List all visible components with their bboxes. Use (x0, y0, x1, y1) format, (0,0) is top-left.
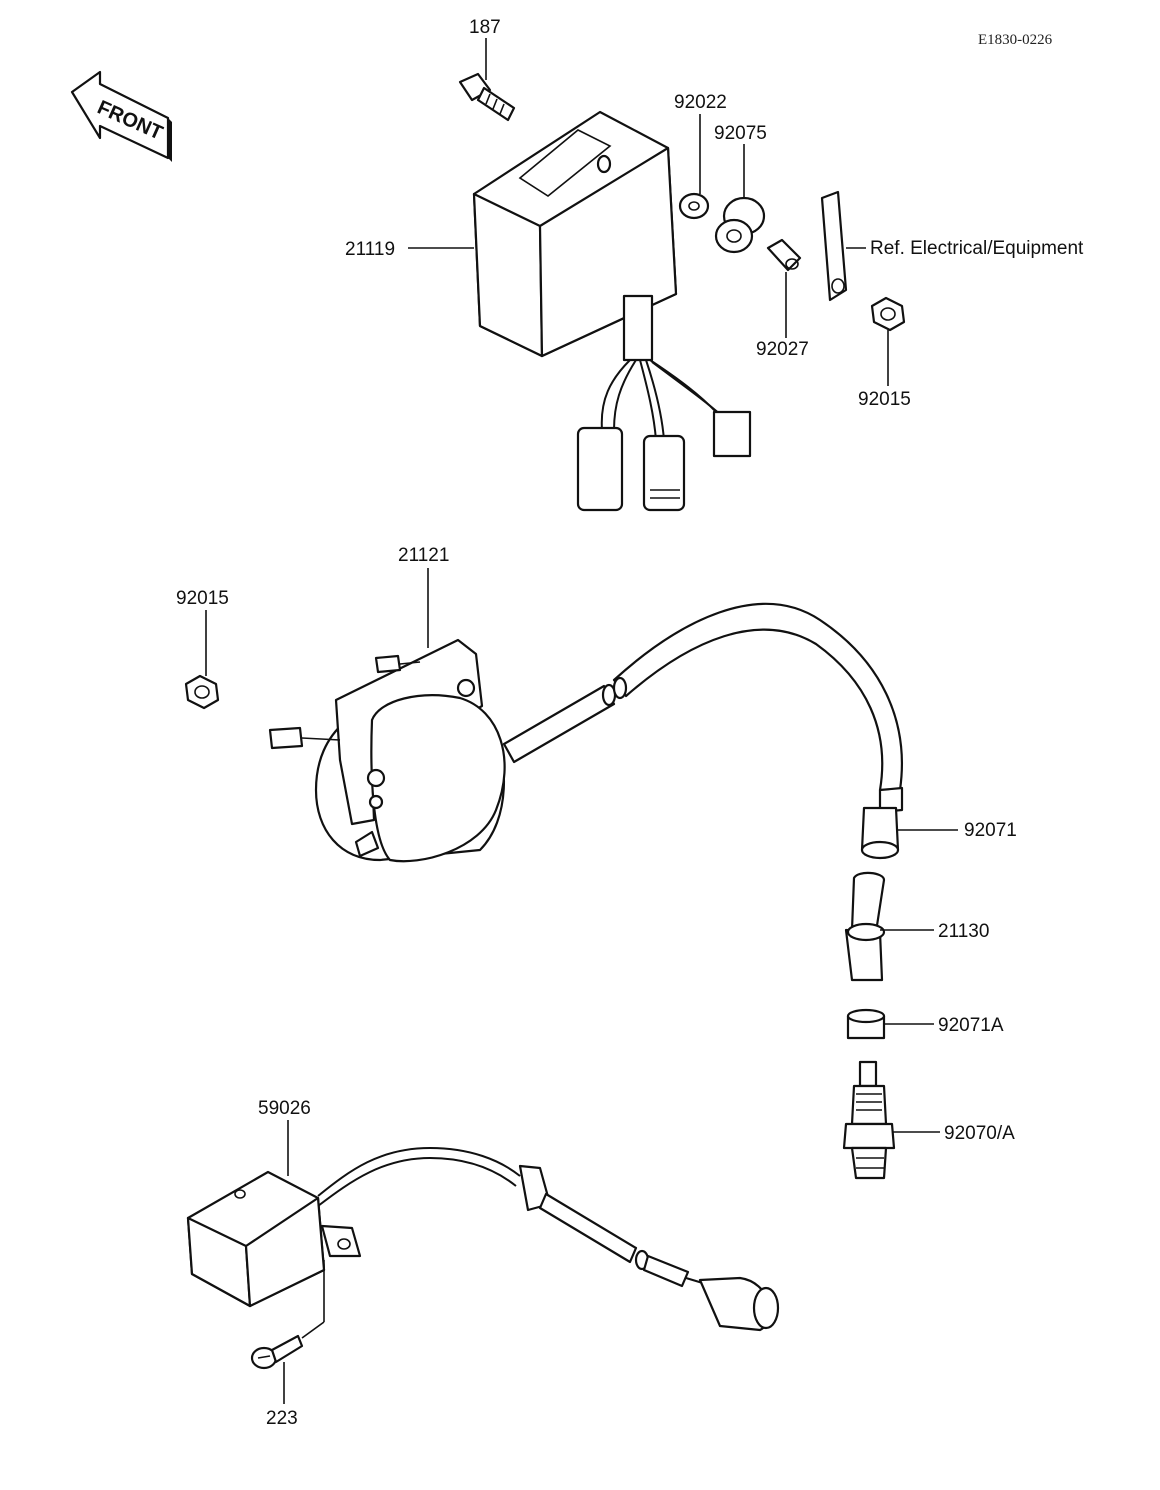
collar-92027-icon (766, 238, 802, 272)
label-223: 223 (266, 1408, 298, 1429)
label-21121: 21121 (398, 545, 449, 566)
cap-92071-icon (860, 806, 900, 860)
label-92027: 92027 (756, 339, 809, 360)
label-59026: 59026 (258, 1098, 311, 1119)
label-92075: 92075 (714, 123, 767, 144)
label-ref-electrical: Ref. Electrical/Equipment (870, 238, 1084, 259)
nut-92015-top-icon (870, 296, 906, 332)
cdi-unit-21119-icon (472, 110, 752, 512)
label-92015-top: 92015 (858, 389, 911, 410)
ignition-coil-21121-icon (268, 602, 904, 863)
drawing-code: E1830-0226 (978, 32, 1053, 48)
label-92070a: 92070/A (944, 1123, 1015, 1144)
grommet-92075-icon (714, 196, 766, 254)
washer-92022-icon (678, 192, 710, 220)
label-92071: 92071 (964, 820, 1017, 841)
label-92022: 92022 (674, 92, 727, 113)
module-59026-icon (186, 1146, 780, 1332)
label-92015-left: 92015 (176, 588, 229, 609)
plug-cap-21130-icon (844, 871, 886, 982)
ring-92071a-icon (846, 1008, 886, 1040)
bracket-plate-icon (820, 190, 848, 302)
label-187: 187 (469, 17, 501, 38)
bolt-187-icon (458, 72, 516, 122)
label-21119: 21119 (345, 239, 395, 260)
front-arrow-icon: FRONT (70, 70, 172, 162)
screw-223-icon (250, 1334, 304, 1370)
label-21130: 21130 (938, 921, 989, 942)
label-92071a: 92071A (938, 1015, 1004, 1036)
nut-92015-left-icon (184, 674, 220, 710)
spark-plug-92070a-icon (842, 1060, 896, 1180)
